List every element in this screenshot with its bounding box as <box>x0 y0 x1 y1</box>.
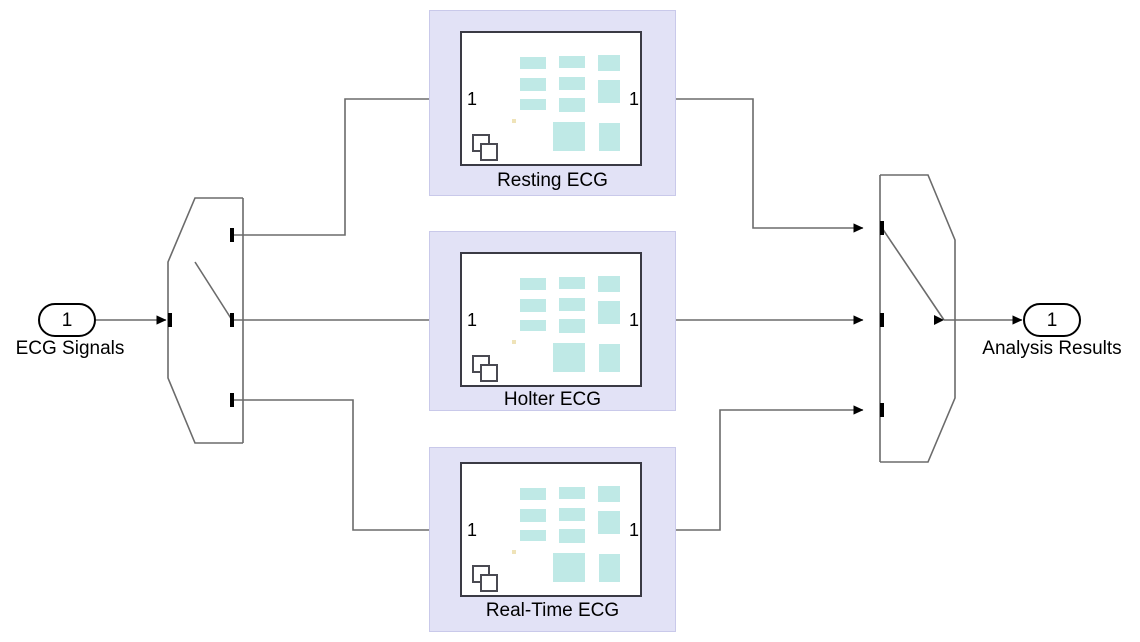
subsystem-resting-inport-number: 1 <box>467 89 478 109</box>
subsystem-icon-square-front <box>480 574 498 592</box>
inport-number: 1 <box>61 309 73 331</box>
subsystem-holter-outport-number: 1 <box>629 310 640 330</box>
wire-demux1-to-resting <box>232 94 449 236</box>
outport-label: Analysis Results <box>982 338 1122 359</box>
demux-ports <box>168 228 234 407</box>
subsystem-icon-holter <box>472 355 500 384</box>
subsystem-holter-inport-number: 1 <box>467 310 478 330</box>
subsystem-block-realtime[interactable] <box>460 462 642 597</box>
subsystem-thumbnail-holter <box>490 272 620 372</box>
subsystem-icon-resting <box>472 134 500 163</box>
subsystem-thumbnail-resting <box>490 51 620 151</box>
subsystem-resting-outport-number: 1 <box>629 89 640 109</box>
subsystem-label-holter: Holter ECG <box>503 389 602 410</box>
subsystem-label-resting: Resting ECG <box>497 170 608 191</box>
demux-block-shape <box>167 197 244 444</box>
subsystem-block-holter[interactable] <box>460 252 642 387</box>
subsystem-icon-square-front <box>480 364 498 382</box>
subsystem-realtime-inport-number: 1 <box>467 520 478 540</box>
wire-demux3-to-realtime <box>232 399 449 535</box>
subsystem-icon-realtime <box>472 565 500 594</box>
inport-block[interactable]: 1 <box>38 303 96 337</box>
mux-output-arrowhead <box>934 315 944 325</box>
outport-number: 1 <box>1046 309 1058 331</box>
outport-block[interactable]: 1 <box>1023 303 1081 337</box>
subsystem-realtime-outport-number: 1 <box>629 520 640 540</box>
mux-block-shape <box>879 174 956 463</box>
subsystem-block-resting[interactable] <box>460 31 642 166</box>
subsystem-icon-square-front <box>480 143 498 161</box>
inport-label: ECG Signals <box>15 338 125 359</box>
subsystem-thumbnail-realtime <box>490 482 620 582</box>
subsystem-label-realtime: Real-Time ECG <box>485 600 620 621</box>
